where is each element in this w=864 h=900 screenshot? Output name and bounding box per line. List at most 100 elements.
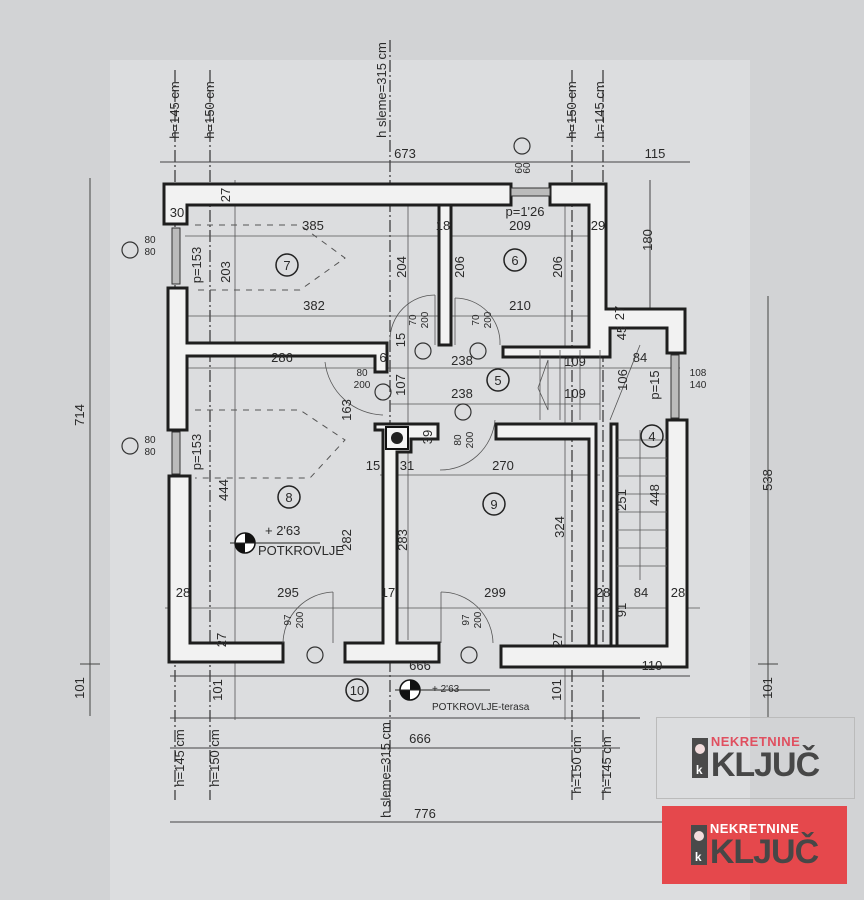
ceiling-height-label: h=150 cm — [207, 729, 222, 786]
windows — [171, 187, 680, 475]
dimension-label: 238 — [451, 353, 473, 368]
dimension-label: p=153 — [189, 247, 204, 284]
dimension-label: 109 — [564, 386, 586, 401]
dimension-label: 15 — [393, 333, 408, 347]
logo-nekretnine-kljuc-light: NEKRETNINE KLJUČ — [656, 717, 855, 799]
dimension-label: 299 — [484, 585, 506, 600]
dimension-label: 448 — [647, 484, 662, 506]
room-number-circle — [345, 678, 369, 702]
dimension-label: 31 — [400, 458, 414, 473]
dimension-label: 109 — [564, 354, 586, 369]
ceiling-height-label: h=145 cm — [167, 81, 182, 138]
ceiling-height-label: h sleme=315 cm — [378, 722, 393, 818]
ceiling-height-label: h=145 cm — [172, 729, 187, 786]
level-value: + 2'63 — [432, 684, 460, 695]
dimension-label: 28 — [596, 585, 610, 600]
room-number-circle — [640, 424, 664, 448]
room-number-circle — [503, 248, 527, 272]
dimension-label: 251 — [614, 489, 629, 511]
ceiling-height-label: h sleme=315 cm — [374, 42, 389, 138]
dimension-label: 18 — [436, 218, 450, 233]
room-number: 4 — [648, 429, 655, 444]
dimension-label: 107 — [393, 374, 408, 396]
dimension-label: 666 — [409, 731, 431, 746]
dimension-label: 106 — [615, 369, 630, 391]
staircase — [537, 344, 667, 580]
dimension-label: 444 — [216, 479, 231, 501]
opening-width: 80 — [144, 235, 156, 246]
room-number-circle — [482, 492, 506, 516]
opening-width: 97 — [283, 614, 294, 626]
opening-height: 80 — [144, 447, 156, 458]
room-number: 5 — [494, 373, 501, 388]
level-marker-icons — [230, 532, 490, 701]
dimension-label: 60 — [522, 162, 533, 174]
logo-top-text: NEKRETNINE — [709, 820, 800, 836]
key-icon — [690, 825, 707, 865]
dimension-label: 6 — [379, 350, 386, 365]
room-number: 10 — [350, 683, 364, 698]
dimension-label: 45 — [614, 326, 629, 340]
dimension-label: 84 — [634, 585, 648, 600]
dimension-label: 382 — [303, 298, 325, 313]
level-name: POTKROVLJE-terasa — [432, 702, 530, 713]
opening-height: 140 — [690, 380, 707, 391]
ceiling-height-label: h=150 cm — [569, 736, 584, 793]
dimension-label: 163 — [339, 399, 354, 421]
room-number: 8 — [285, 490, 292, 505]
opening-width: 97 — [461, 614, 472, 626]
dimension-label: 101 — [549, 679, 564, 701]
dimension-label: 27 — [214, 633, 229, 647]
room-number: 9 — [490, 497, 497, 512]
room-number-circle — [486, 368, 510, 392]
dimension-label: 666 — [409, 658, 431, 673]
dimension-label: 60 — [514, 162, 525, 174]
dimension-label: 84 — [633, 350, 647, 365]
dimension-label: 270 — [492, 458, 514, 473]
dimension-label: 101 — [210, 679, 225, 701]
dimension-label: 776 — [414, 806, 436, 821]
opening-width: 80 — [144, 435, 156, 446]
dimension-label: 204 — [394, 256, 409, 278]
dimension-label: 28 — [176, 585, 190, 600]
opening-width: 80 — [453, 434, 464, 446]
door-swings — [282, 294, 501, 644]
opening-width: 108 — [690, 368, 707, 379]
room-number-circle — [275, 253, 299, 277]
dimension-lines — [80, 161, 778, 823]
opening-height: 200 — [483, 311, 494, 328]
room-number: 6 — [511, 253, 518, 268]
dimension-label: 286 — [271, 350, 293, 365]
opening-height: 200 — [354, 380, 371, 391]
chimney-flue-icon — [391, 432, 403, 444]
opening-height: 200 — [465, 431, 476, 448]
ceiling-height-label: h=145 cm — [599, 736, 614, 793]
dimension-label: 673 — [394, 146, 416, 161]
logo-top-text: NEKRETNINE — [710, 733, 801, 749]
roof-dashed-lines — [195, 224, 346, 479]
dimension-label: 30 — [170, 205, 184, 220]
opening-width: 80 — [356, 368, 368, 379]
dimension-label: 714 — [72, 404, 87, 426]
dimension-label: 203 — [218, 261, 233, 283]
dimension-label: 385 — [302, 218, 324, 233]
dimension-label: 110 — [642, 658, 663, 673]
lamp-symbols — [121, 137, 531, 664]
room-number-circle — [277, 485, 301, 509]
opening-height: 200 — [473, 611, 484, 628]
ceiling-height-label: h=150 cm — [202, 81, 217, 138]
dimension-label: 39 — [420, 430, 435, 444]
dimension-label: 101 — [760, 677, 775, 699]
dimension-label: 101 — [72, 677, 87, 699]
dimension-label: p=1'26 — [506, 204, 545, 219]
dimension-label: 295 — [277, 585, 299, 600]
ceiling-height-label: h=150 cm — [564, 81, 579, 138]
dimension-label: 538 — [760, 469, 775, 491]
dimension-label: 283 — [395, 529, 410, 551]
logo-nekretnine-kljuc-red: NEKRETNINE KLJUČ — [662, 806, 847, 884]
dimension-label: 28 — [671, 585, 685, 600]
ceiling-height-label: h=145 cm — [592, 81, 607, 138]
dimension-label: 27 — [612, 306, 627, 320]
